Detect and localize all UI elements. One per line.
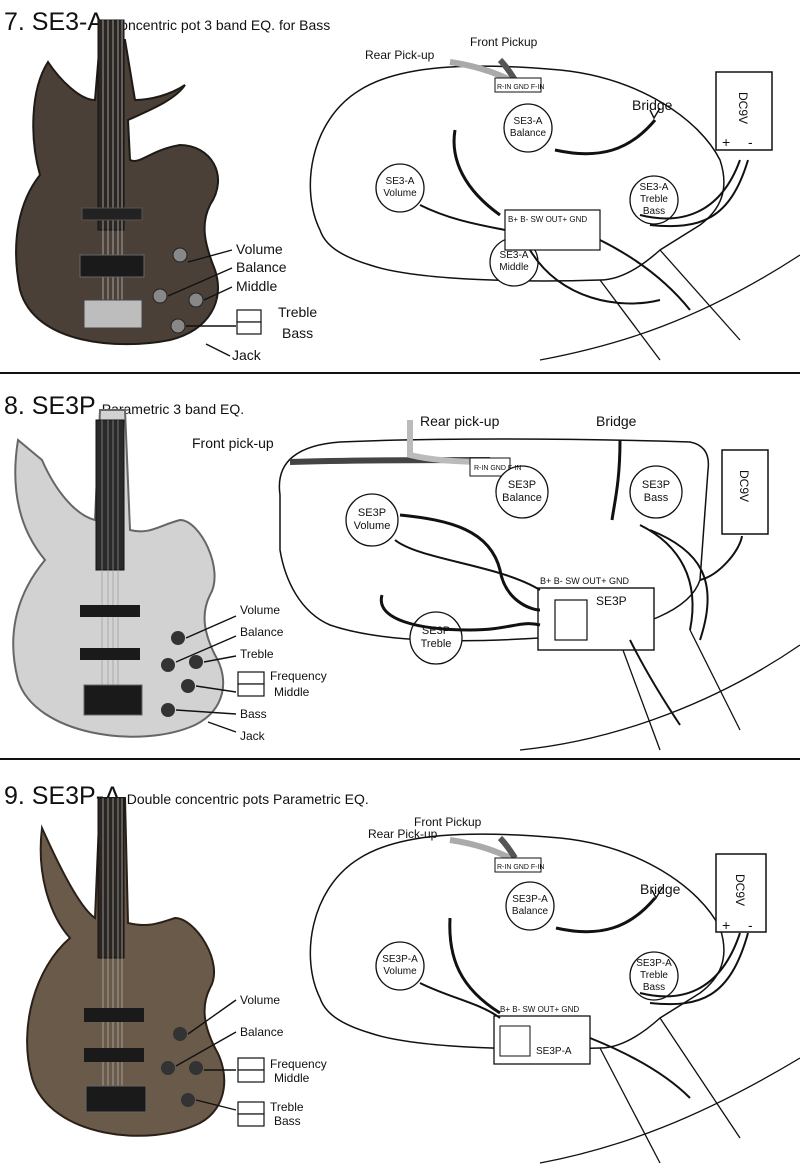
frequency-box (237, 1057, 265, 1071)
section-title: 8. SE3P Parametric 3 band EQ. (4, 392, 244, 421)
pot-balance-name: SE3P (508, 479, 536, 491)
wiring-front-pickup: Front pick-up (192, 435, 274, 451)
label-bass: Bass (240, 707, 267, 721)
bass-guitar-se3p-a (26, 797, 226, 1137)
pot-treble-name: SE3-A (640, 182, 669, 193)
pot-treble-name: SE3P (422, 625, 450, 637)
wiring-front-pickup: Front Pickup (470, 35, 538, 49)
pot-volume-name: SE3P-A (382, 954, 418, 965)
bass-guitar-se3p (12, 409, 225, 738)
pot-volume-label: Volume (354, 520, 391, 532)
pot-balance-name: SE3P-A (512, 894, 548, 905)
battery-plus: + (722, 917, 730, 933)
wiring-diagram-se3p (278, 420, 800, 751)
pot-balance-label: Balance (510, 128, 547, 139)
wiring-bridge: Bridge (640, 881, 681, 897)
section-se3-a: 7. SE3-A Concentric pot 3 band EQ. for Ba… (0, 0, 800, 372)
wiring-diagram-se3p-a (309, 833, 800, 1164)
wiring-rear-pickup: Rear Pick-up (368, 827, 438, 841)
label-bass: Bass (282, 325, 313, 341)
battery-label: DC9V (737, 470, 751, 502)
pot-balance-label: Balance (502, 492, 542, 504)
label-balance: Balance (236, 259, 287, 275)
module-terminals: B+ B- SW OUT+ GND (540, 576, 630, 586)
pot-middle-name: SE3-A (500, 250, 529, 261)
wiring-front-pickup: Front Pickup (414, 815, 482, 829)
section-divider (0, 372, 800, 374)
module-terminals: B+ B- SW OUT+ GND (508, 215, 587, 224)
battery-label: DC9V (733, 874, 747, 906)
section-number: 8. SE3P (4, 392, 96, 420)
pot-volume-name: SE3-A (386, 176, 415, 187)
section-subtitle: Concentric pot 3 band EQ. for Bass (110, 17, 331, 33)
module-label: SE3P-A (536, 1046, 572, 1057)
section-7-illustration: Volume Balance Middle Treble Bass Jack (15, 19, 800, 363)
battery-label: DC9V (736, 92, 750, 124)
label-treble: Treble (270, 1100, 304, 1114)
section-se3p: 8. SE3P Parametric 3 band EQ. (0, 380, 800, 758)
treble-box (236, 309, 262, 323)
label-frequency: Frequency (270, 669, 327, 683)
pot-treble-label: Treble (640, 194, 668, 205)
pickup-terminals: R-IN GND F-IN (474, 465, 521, 472)
section-subtitle: Parametric 3 band EQ. (101, 401, 245, 417)
frequency-box (237, 671, 265, 685)
pot-bass-name: SE3P (642, 479, 670, 491)
wiring-rear-pickup: Rear pick-up (420, 413, 500, 429)
section-number: 7. SE3-A (4, 8, 105, 36)
middle-box (237, 683, 265, 697)
section-8-illustration: Volume Balance Treble Frequency Middle B… (12, 409, 800, 751)
label-balance: Balance (240, 1025, 284, 1039)
callout-arrows (175, 615, 237, 733)
pot-treble-name: SE3P-A (636, 958, 672, 969)
label-bass: Bass (274, 1114, 301, 1128)
pot-balance-name: SE3-A (514, 116, 543, 127)
bass-box (236, 321, 262, 335)
wiring-rear-pickup: Rear Pick-up (365, 48, 435, 62)
label-frequency: Frequency (270, 1057, 327, 1071)
pot-volume-label: Volume (383, 188, 417, 199)
module-label: SE3P (596, 594, 627, 608)
label-jack: Jack (232, 347, 262, 363)
pickup-terminals: R-IN GND F-IN (497, 84, 544, 91)
label-treble: Treble (278, 304, 317, 320)
pickup-terminals: R-IN GND F-IN (497, 864, 544, 871)
section-9-illustration: Volume Balance Frequency Middle Treble B… (26, 797, 800, 1164)
section-title: 7. SE3-A Concentric pot 3 band EQ. for Ba… (4, 8, 330, 37)
wiring-diagram-se3-a (309, 57, 800, 361)
pot-middle-label: Middle (499, 262, 529, 273)
wiring-bridge: Bridge (632, 97, 673, 113)
label-volume: Volume (240, 603, 280, 617)
pot-balance-label: Balance (512, 906, 549, 917)
label-volume: Volume (236, 241, 283, 257)
label-jack: Jack (240, 729, 266, 743)
label-middle: Middle (274, 1071, 310, 1085)
pot-bass-label: Bass (643, 982, 665, 993)
pot-volume-label: Volume (383, 966, 417, 977)
section-divider (0, 758, 800, 760)
battery-plus: + (722, 134, 730, 150)
label-middle: Middle (274, 685, 310, 699)
callout-arrows (175, 999, 237, 1111)
treble-box (237, 1101, 265, 1115)
pot-bass-label: Bass (643, 206, 665, 217)
label-treble: Treble (240, 647, 274, 661)
label-balance: Balance (240, 625, 284, 639)
section-subtitle: Double concentric pots Parametric EQ. (126, 791, 369, 807)
bass-guitar-se3-a (15, 19, 220, 346)
callout-arrows (167, 249, 236, 357)
battery-minus: - (748, 917, 753, 933)
bass-box (237, 1113, 265, 1127)
battery-minus: - (748, 134, 753, 150)
pot-volume-name: SE3P (358, 507, 386, 519)
module-terminals: B+ B- SW OUT+ GND (500, 1005, 579, 1014)
pot-treble-label: Treble (421, 638, 452, 650)
pot-bass-label: Bass (644, 492, 669, 504)
wiring-bridge: Bridge (596, 413, 637, 429)
label-volume: Volume (240, 993, 280, 1007)
middle-box (237, 1069, 265, 1083)
pot-treble-label: Treble (640, 970, 668, 981)
label-middle: Middle (236, 278, 277, 294)
